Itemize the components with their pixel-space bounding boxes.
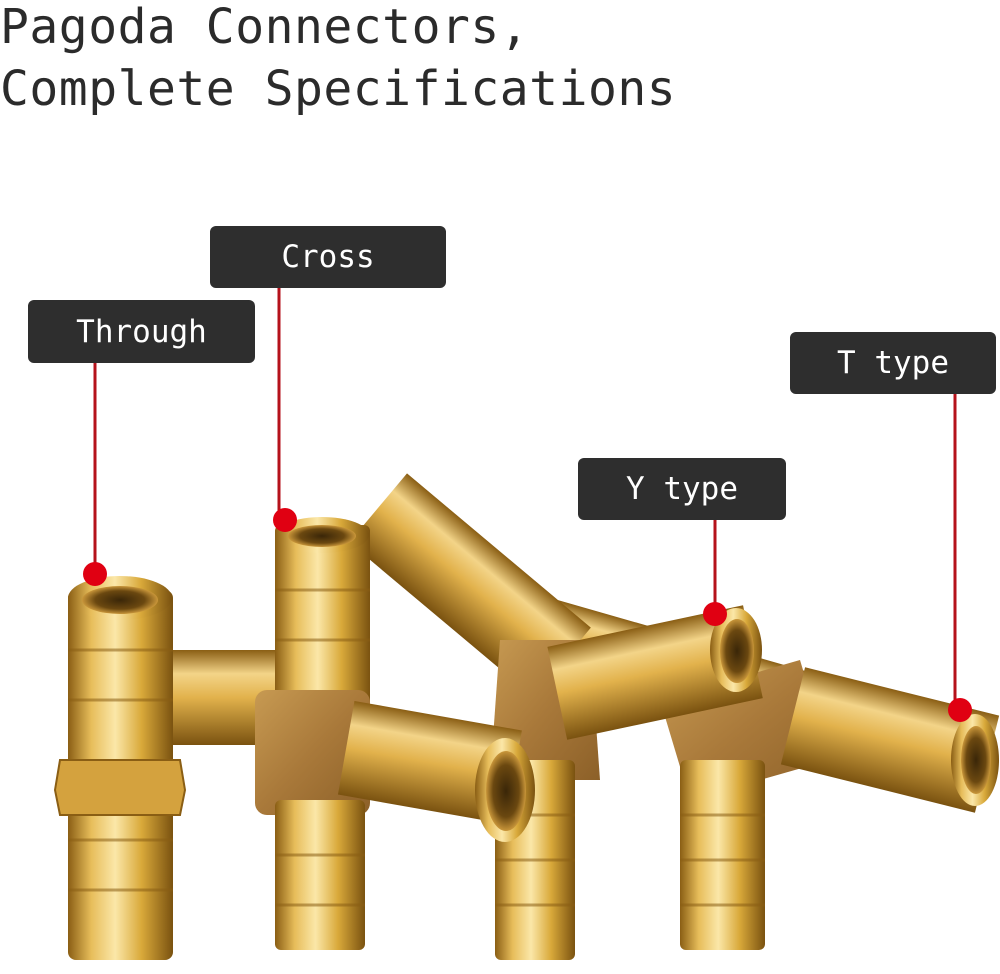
label-cross: Cross (210, 226, 446, 288)
through-marker-dot (83, 562, 107, 586)
title-line-2: Complete Specifications (0, 61, 677, 117)
y-type-marker-dot (703, 602, 727, 626)
label-through: Through (28, 300, 255, 363)
cross-marker-dot (273, 508, 297, 532)
through-connector (53, 576, 187, 960)
label-t-type: T type (790, 332, 996, 394)
leader-lines (93, 288, 957, 709)
title-line-1: Pagoda Connectors, (0, 0, 530, 55)
page-title: Pagoda Connectors, Complete Specificatio… (0, 0, 676, 120)
label-y-type: Y type (578, 458, 786, 520)
t-type-marker-dot (948, 698, 972, 722)
cross-connector (170, 517, 535, 950)
